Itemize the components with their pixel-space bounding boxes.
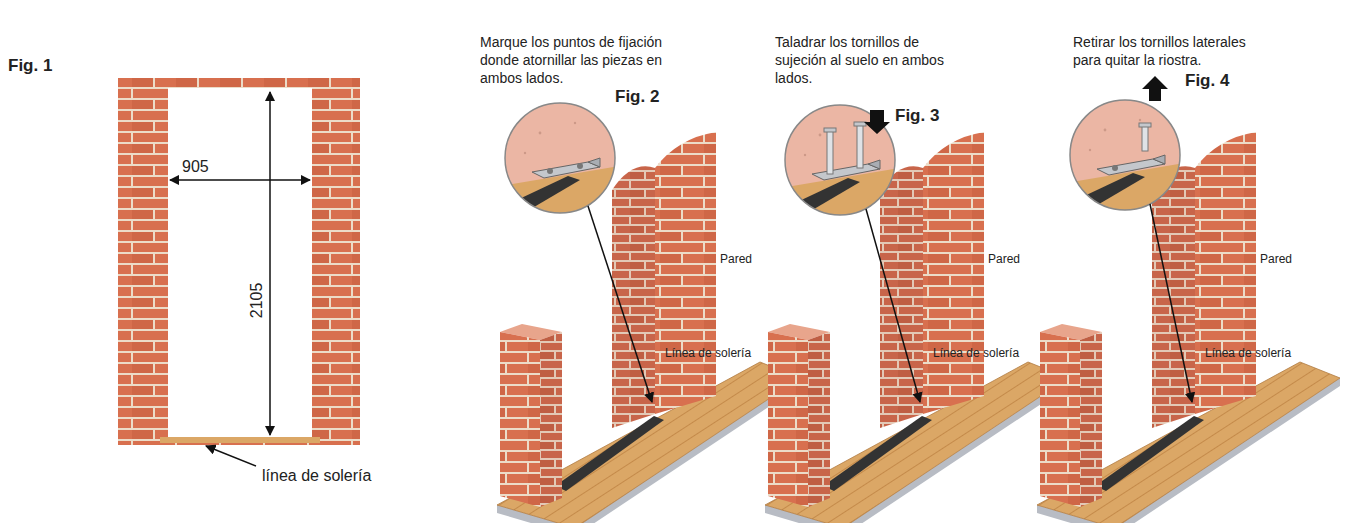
dimension: 2105 <box>248 282 269 318</box>
dimension: 905 <box>182 157 209 178</box>
wall-label: Pared <box>720 252 752 268</box>
figure-number: Fig. 1 <box>8 55 52 77</box>
step-instruction: Marque los puntos de fijación donde ator… <box>480 33 665 88</box>
floor-line-label: Línea de solería <box>665 346 751 362</box>
wall-label: Pared <box>1260 252 1292 268</box>
step-instruction: Retirar los tornillos laterales para qui… <box>1073 33 1248 69</box>
figure-number: Fig. 2 <box>615 86 659 108</box>
step-instruction: Taladrar los tornillos de sujeción al su… <box>775 33 945 88</box>
floor-line-label: Línea de solería <box>1205 346 1291 362</box>
floor-line-label: línea de solería <box>262 466 371 487</box>
figure-number: Fig. 4 <box>1185 70 1229 92</box>
wall-label: Pared <box>988 252 1020 268</box>
figure-number: Fig. 3 <box>895 105 939 127</box>
floor-line-label: Línea de solería <box>933 346 1019 362</box>
